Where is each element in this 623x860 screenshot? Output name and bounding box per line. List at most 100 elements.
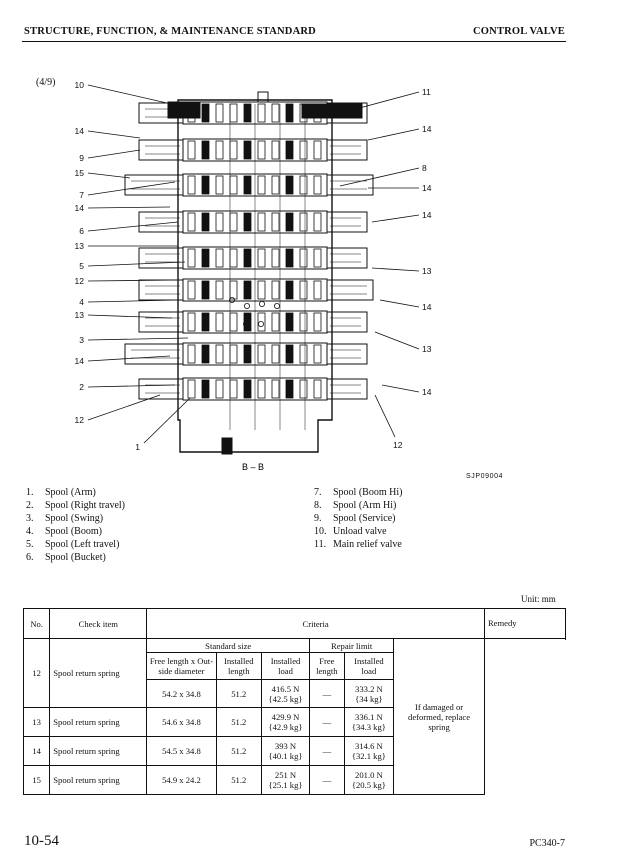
subheader-installed-length: Installed length bbox=[215, 652, 262, 680]
spool-land bbox=[313, 280, 322, 300]
left-spring-cap bbox=[138, 279, 184, 301]
callout-label-left: 4 bbox=[79, 297, 84, 307]
spool-land bbox=[271, 140, 280, 160]
spool-land bbox=[201, 379, 210, 399]
legend-item: 11.Main relief valve bbox=[314, 539, 402, 550]
spool-land bbox=[187, 312, 196, 332]
legend-item: 10.Unload valve bbox=[314, 526, 387, 537]
right-spring-cap bbox=[326, 311, 368, 333]
spool-land bbox=[201, 312, 210, 332]
spool-land bbox=[243, 103, 252, 123]
spool-land bbox=[215, 175, 224, 195]
spool-land bbox=[229, 103, 238, 123]
callout-label-left: 12 bbox=[75, 276, 85, 286]
spool-row bbox=[124, 173, 374, 197]
section-label: B – B bbox=[242, 462, 264, 472]
left-spring-cap bbox=[124, 343, 184, 365]
spool-land bbox=[187, 248, 196, 268]
spool-land bbox=[285, 312, 294, 332]
leader-line bbox=[87, 299, 179, 303]
spool-land bbox=[201, 175, 210, 195]
spool-land bbox=[215, 103, 224, 123]
spool-land bbox=[285, 344, 294, 364]
callout-label-left: 10 bbox=[75, 80, 85, 90]
unit-label: Unit: mm bbox=[521, 594, 556, 604]
spool-land bbox=[271, 280, 280, 300]
spool-land bbox=[285, 379, 294, 399]
right-spring-cap bbox=[326, 211, 368, 233]
spool-land bbox=[229, 248, 238, 268]
leader-line bbox=[87, 221, 179, 232]
spool-land bbox=[243, 212, 252, 232]
spool-land bbox=[313, 248, 322, 268]
leader-line bbox=[351, 91, 420, 111]
callout-label-right: 14 bbox=[422, 183, 432, 193]
right-spring-cap bbox=[326, 139, 368, 161]
leader-line bbox=[87, 84, 181, 107]
spool-land bbox=[229, 212, 238, 232]
header-title: STRUCTURE, FUNCTION, & MAINTENANCE STAND… bbox=[24, 26, 316, 37]
valve-body bbox=[124, 91, 374, 455]
cell-no: 12 bbox=[22, 638, 51, 708]
legend-item: 1.Spool (Arm) bbox=[26, 487, 96, 498]
spool-land bbox=[257, 379, 266, 399]
callout-label-right: 11 bbox=[422, 87, 431, 97]
callout-label-left: 1 bbox=[135, 442, 140, 452]
spool-land bbox=[257, 344, 266, 364]
leader-line bbox=[87, 130, 141, 139]
spool-land bbox=[299, 379, 308, 399]
header-rule bbox=[22, 41, 566, 42]
spool-row bbox=[138, 246, 368, 270]
spool-land bbox=[271, 248, 280, 268]
table-row: 15 Spool return spring 54.9 x 24.2 51.2 … bbox=[22, 765, 566, 795]
table-row: 14 Spool return spring 54.5 x 34.8 51.2 … bbox=[22, 736, 566, 766]
spool-land bbox=[271, 312, 280, 332]
left-spring-cap bbox=[138, 139, 184, 161]
leader-line bbox=[367, 128, 420, 141]
callout-label-right: 13 bbox=[422, 344, 432, 354]
spool-land bbox=[243, 280, 252, 300]
spool-land bbox=[201, 103, 210, 123]
left-spring-cap bbox=[124, 174, 184, 196]
callout-leaders: 1014915714613512413314212111148141413141… bbox=[75, 80, 432, 452]
left-spring-cap bbox=[138, 211, 184, 233]
callout-label-right: 8 bbox=[422, 163, 427, 173]
leader-line bbox=[381, 384, 420, 393]
callout-label-right: 12 bbox=[393, 440, 403, 450]
leader-line bbox=[87, 355, 171, 362]
spool-land bbox=[271, 212, 280, 232]
spool-land bbox=[201, 344, 210, 364]
spool-land bbox=[187, 140, 196, 160]
spool-land bbox=[313, 175, 322, 195]
leader-line bbox=[87, 172, 131, 179]
cell-remedy: If damaged or deformed, replace spring bbox=[393, 638, 485, 795]
spool-land bbox=[299, 175, 308, 195]
callout-label-left: 7 bbox=[79, 190, 84, 200]
callout-label-left: 14 bbox=[75, 126, 85, 136]
spool-land bbox=[187, 212, 196, 232]
control-valve-cross-section-drawing: 1014915714613512413314212111148141413141… bbox=[75, 80, 432, 472]
leader-line bbox=[379, 299, 420, 308]
legend-right: 7.Spool (Boom Hi) 8.Spool (Arm Hi) 9.Spo… bbox=[314, 486, 402, 551]
callout-label-left: 6 bbox=[79, 226, 84, 236]
callout-label-left: 5 bbox=[79, 261, 84, 271]
spool-land bbox=[257, 212, 266, 232]
spool-land bbox=[229, 344, 238, 364]
leader-line bbox=[87, 206, 171, 209]
legend-item: 6.Spool (Bucket) bbox=[26, 552, 106, 563]
leader-line bbox=[374, 394, 396, 438]
spool-land bbox=[299, 312, 308, 332]
callout-label-left: 15 bbox=[75, 168, 85, 178]
spool-land bbox=[313, 140, 322, 160]
col-header-remedy: Remedy bbox=[483, 608, 567, 639]
spool-land bbox=[285, 280, 294, 300]
leader-line bbox=[87, 337, 189, 341]
col-header-criteria: Criteria bbox=[146, 608, 485, 639]
spool-land bbox=[243, 140, 252, 160]
spool-land bbox=[229, 140, 238, 160]
legend-item: 9.Spool (Service) bbox=[314, 513, 396, 524]
spool-land bbox=[257, 175, 266, 195]
spool-land bbox=[229, 175, 238, 195]
callout-label-right: 14 bbox=[422, 387, 432, 397]
spool-land bbox=[299, 248, 308, 268]
